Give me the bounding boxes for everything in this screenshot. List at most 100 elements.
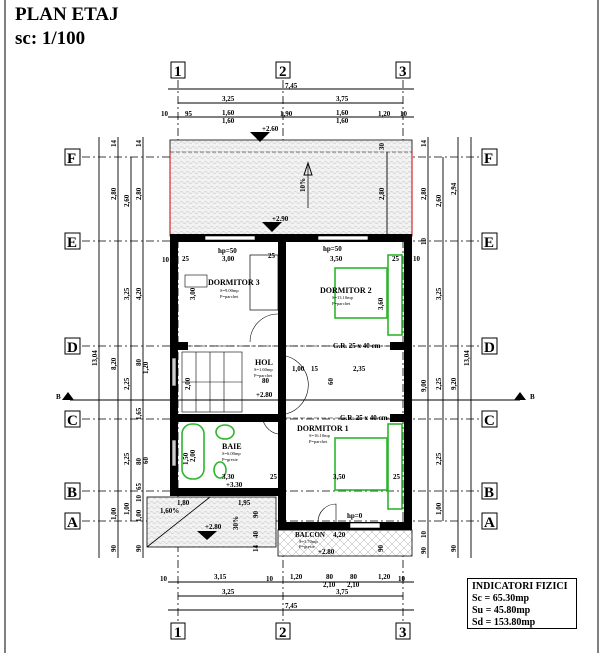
svg-text:40: 40 [252, 531, 260, 539]
desk [184, 274, 208, 288]
svg-text:65: 65 [135, 483, 143, 491]
svg-text:1,20: 1,20 [142, 361, 150, 374]
section-arrow-icon [514, 392, 526, 400]
svg-text:A: A [484, 515, 495, 531]
svg-text:25: 25 [182, 255, 190, 263]
svg-text:3,25: 3,25 [222, 95, 235, 103]
svg-text:9,00: 9,00 [420, 379, 428, 392]
svg-text:3,75: 3,75 [336, 95, 349, 103]
svg-text:P=parchet: P=parchet [309, 439, 328, 444]
svg-text:25: 25 [393, 473, 401, 481]
svg-text:10: 10 [162, 256, 170, 264]
svg-text:E: E [67, 235, 77, 251]
svg-text:3: 3 [399, 64, 407, 80]
svg-text:2,80: 2,80 [110, 187, 118, 200]
level-marker-icon [262, 222, 282, 232]
svg-text:F: F [67, 151, 76, 167]
svg-text:2: 2 [279, 64, 287, 80]
door-swing [317, 503, 337, 523]
bottom-dimensions: 10 3,15 10 1,20 80 2,10 80 2,10 1,20 10 … [160, 573, 414, 611]
svg-text:60: 60 [327, 378, 335, 386]
roof-slope: 10% [299, 178, 307, 192]
room-dormitor-1: DORMITOR 1 S=16.10mp P=parchet 3,50 25 2… [270, 424, 401, 520]
svg-text:14: 14 [135, 140, 143, 148]
svg-text:4,20: 4,20 [333, 531, 346, 539]
svg-text:+2.80: +2.80 [256, 391, 273, 399]
roof-slab [169, 139, 413, 237]
svg-text:2,80: 2,80 [420, 187, 428, 200]
bed-dormitor-3 [249, 254, 279, 311]
svg-text:3,60: 3,60 [377, 297, 385, 310]
svg-text:1,60: 1,60 [336, 109, 349, 117]
room-baie: BAIE S=6.00mp P=gresie 3,30 +3.30 2,00 1… [182, 442, 243, 489]
svg-text:14: 14 [420, 140, 428, 148]
window [349, 522, 381, 529]
svg-text:P=gresie: P=gresie [299, 544, 315, 549]
svg-text:14: 14 [252, 545, 260, 553]
svg-text:10: 10 [161, 110, 169, 118]
svg-text:8,20: 8,20 [110, 357, 118, 370]
section-arrow-icon [62, 392, 74, 400]
svg-text:S=6.00mp: S=6.00mp [222, 451, 241, 456]
svg-text:+2.80: +2.80 [205, 523, 222, 531]
wardrobe [387, 254, 403, 336]
svg-text:10: 10 [400, 110, 408, 118]
svg-text:S=1.60mp: S=1.60mp [254, 367, 273, 372]
roof-level-top: +2.60 [262, 125, 279, 133]
svg-text:C: C [484, 413, 495, 429]
svg-text:D: D [484, 340, 495, 356]
level-marker-icon [250, 132, 270, 142]
balcony [277, 529, 413, 557]
svg-text:1: 1 [174, 625, 182, 641]
toilet [213, 461, 227, 479]
indicator-su: Su = 45.80mp [472, 605, 531, 616]
svg-text:80: 80 [350, 573, 358, 581]
plan-scale: sc: 1/100 [15, 28, 86, 49]
svg-text:BALCON: BALCON [295, 531, 325, 539]
svg-text:10: 10 [160, 575, 168, 583]
svg-text:P=parchet: P=parchet [332, 301, 351, 306]
room-dormitor-2: hp=50 3,50 25 10 3,60 DORMITOR 2 S=13.10… [320, 245, 421, 310]
svg-text:95: 95 [185, 110, 193, 118]
svg-text:3,50: 3,50 [330, 255, 343, 263]
door-swing [285, 355, 309, 415]
svg-text:13,04: 13,04 [463, 350, 471, 366]
window [171, 439, 177, 467]
svg-text:+2.80: +2.80 [318, 548, 335, 556]
room-dormitor-3: hp=50 3,00 25 25 10 3,00 DORMITOR 3 S=9.… [162, 247, 276, 300]
svg-text:A: A [67, 515, 78, 531]
svg-text:80: 80 [262, 377, 270, 385]
svg-text:1,20: 1,20 [290, 573, 303, 581]
entry-terrace [146, 496, 277, 548]
indicator-sc: Sc = 65.30mp [472, 593, 530, 604]
svg-text:2,25: 2,25 [123, 452, 131, 465]
walls [170, 234, 412, 531]
svg-text:90: 90 [450, 545, 458, 553]
svg-text:3,75: 3,75 [336, 588, 349, 596]
svg-text:3,00: 3,00 [222, 255, 235, 263]
svg-text:1,00: 1,00 [135, 509, 143, 522]
svg-text:1,50: 1,50 [182, 452, 190, 465]
svg-text:S=9.00mp: S=9.00mp [220, 288, 239, 293]
svg-text:90: 90 [135, 545, 143, 553]
svg-text:3,25: 3,25 [222, 588, 235, 596]
svg-text:3,30: 3,30 [222, 473, 235, 481]
door-swing [261, 413, 279, 435]
entry-terrace-labels: 1,60% 1,80 1,95 +2.80 30% 90 40 14 [160, 499, 260, 552]
svg-text:1,60: 1,60 [336, 117, 349, 125]
bed-dormitor-1 [334, 437, 388, 491]
sink [215, 424, 235, 440]
staircase [181, 351, 243, 413]
svg-text:2,10: 2,10 [347, 581, 360, 589]
svg-text:S=13.10mp: S=13.10mp [332, 295, 354, 300]
level-marker-icon [197, 531, 217, 540]
svg-text:10: 10 [420, 238, 428, 246]
svg-text:10: 10 [420, 531, 428, 539]
svg-text:25: 25 [270, 473, 278, 481]
svg-text:2,25: 2,25 [123, 377, 131, 390]
room-hol: HOL S=1.60mp P=parchet 80 +2.80 1,00 15 … [184, 358, 412, 399]
indicator-sd: Sd = 153.80mp [472, 617, 536, 628]
roof-depth: 2,80 [378, 187, 386, 200]
right-dimensions: 14 2,80 10 9,00 10 90 2,60 3,25 2,25 2,2… [420, 137, 472, 558]
